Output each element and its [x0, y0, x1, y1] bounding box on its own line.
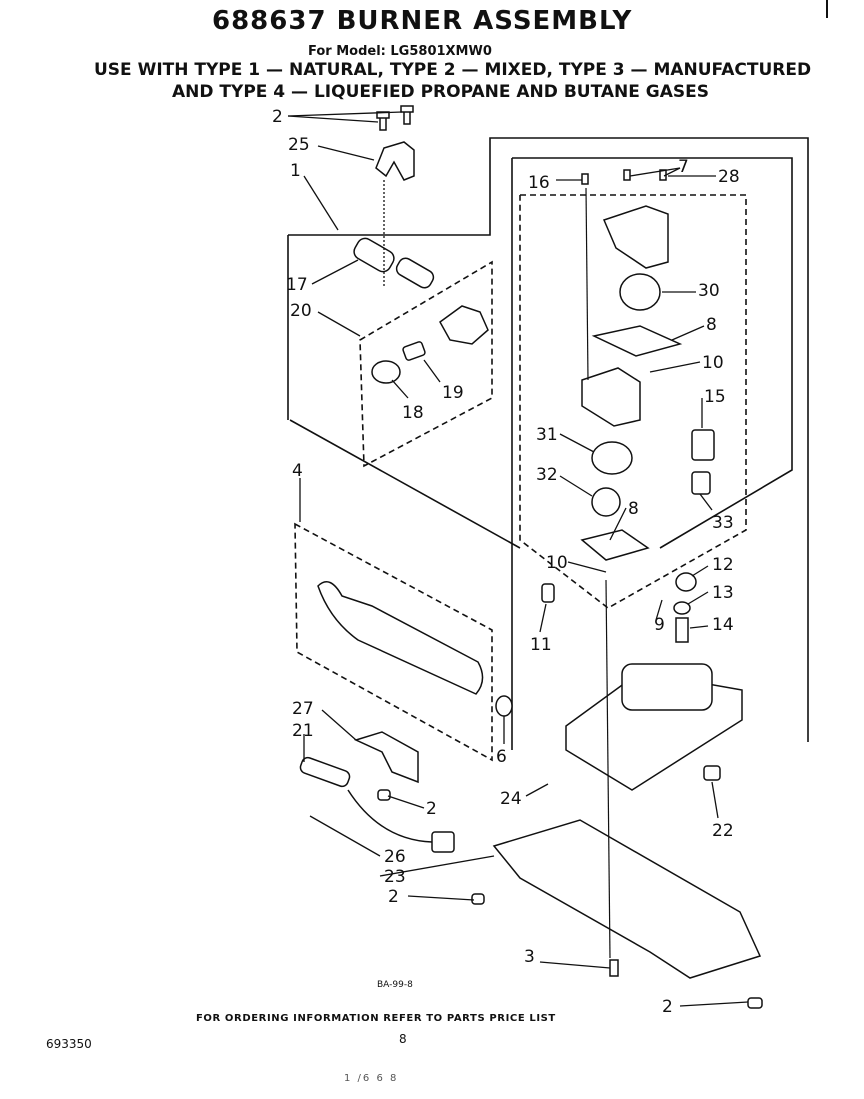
- orifice-19: [402, 341, 426, 361]
- plate-8a: [591, 325, 683, 357]
- fitting-6: [495, 695, 513, 717]
- callout-22: 22: [712, 821, 734, 841]
- callout-2-top: 2: [272, 107, 283, 127]
- callout-2-bottom: 2: [662, 997, 673, 1017]
- screw-2-plate: [471, 893, 485, 905]
- connector-15: [691, 429, 715, 461]
- screw-2-bottom-right: [747, 997, 763, 1009]
- plate-8b: [580, 529, 650, 561]
- callout-11: 11: [530, 635, 552, 655]
- callout-31: 31: [536, 425, 558, 445]
- callout-10-lower: 10: [546, 553, 568, 573]
- tube-17: [353, 237, 395, 273]
- callout-10-upper: 10: [702, 353, 724, 373]
- callout-2-plate: 2: [388, 887, 399, 907]
- connector-33: [691, 471, 711, 495]
- wire-26: [347, 789, 433, 843]
- callout-17: 17: [286, 275, 308, 295]
- tube-17b: [395, 257, 435, 289]
- cap-12: [675, 572, 697, 592]
- callout-27: 27: [292, 699, 314, 719]
- callout-21: 21: [292, 721, 314, 741]
- bracket-27: [353, 731, 419, 784]
- nut-18: [371, 360, 401, 384]
- callout-25: 25: [288, 135, 310, 155]
- callout-13: 13: [712, 583, 734, 603]
- callout-30: 30: [698, 281, 720, 301]
- orifice-box: [359, 260, 493, 468]
- callout-3: 3: [524, 947, 535, 967]
- bracket-mid: [581, 367, 641, 427]
- frame-diagonal: [289, 419, 521, 549]
- figure-code: BA-99-8: [377, 980, 413, 990]
- callout-14: 14: [712, 615, 734, 635]
- callout-33: 33: [712, 513, 734, 533]
- frame-outer: [288, 137, 809, 742]
- callout-26: 26: [384, 847, 406, 867]
- gas-type-line-1: USE WITH TYPE 1 — NATURAL, TYPE 2 — MIXE…: [94, 60, 812, 80]
- ordering-note: FOR ORDERING INFORMATION REFER TO PARTS …: [196, 1013, 556, 1024]
- callout-28: 28: [718, 167, 740, 187]
- burner-tube-box: [294, 522, 493, 762]
- coil-32: [591, 487, 621, 517]
- igniter-21: [299, 756, 351, 788]
- model-label: For Model: LG5801XMW0: [308, 44, 492, 59]
- callout-9: 9: [654, 615, 665, 635]
- plug-26: [431, 831, 455, 853]
- valve-top-24: [621, 663, 713, 711]
- fitting-22: [703, 765, 721, 781]
- callout-19: 19: [442, 383, 464, 403]
- callout-1: 1: [290, 161, 301, 181]
- screw-2-igniter: [377, 789, 391, 801]
- bracket-top: [602, 205, 669, 269]
- clamp-25: [375, 141, 415, 181]
- callout-15: 15: [704, 387, 726, 407]
- screw-3: [609, 959, 619, 977]
- callout-12: 12: [712, 555, 734, 575]
- seal-13: [673, 601, 691, 615]
- callout-24: 24: [500, 789, 522, 809]
- burner-tube-4: [317, 581, 484, 695]
- screw-16: [581, 173, 589, 185]
- orifice-holder-20: [439, 305, 489, 345]
- callout-8-lower: 8: [628, 499, 639, 519]
- callout-7: 7: [678, 157, 689, 177]
- callout-23: 23: [384, 867, 406, 887]
- callout-6: 6: [496, 747, 507, 767]
- plate-23: [492, 819, 762, 979]
- screw-top-left: [376, 111, 390, 131]
- page-edge-mark: [826, 0, 828, 18]
- valve-box: [512, 157, 793, 549]
- page-number: 8: [399, 1032, 407, 1046]
- callout-18: 18: [402, 403, 424, 423]
- document-number: 693350: [46, 1037, 92, 1051]
- coil-box: [519, 194, 747, 609]
- coil-30: [619, 273, 661, 311]
- spring-14: [675, 617, 689, 643]
- callout-20: 20: [290, 301, 312, 321]
- callout-4: 4: [292, 461, 303, 481]
- screw-top-right: [400, 105, 414, 125]
- coil-31: [591, 441, 633, 475]
- callout-8-upper: 8: [706, 315, 717, 335]
- scan-mark: 1 /6 6 8: [344, 1073, 399, 1084]
- page-title: 688637 BURNER ASSEMBLY: [212, 6, 633, 36]
- screw-7: [623, 169, 631, 181]
- callout-2-igniter: 2: [426, 799, 437, 819]
- terminal-11: [541, 583, 555, 603]
- callout-32: 32: [536, 465, 558, 485]
- callout-16: 16: [528, 173, 550, 193]
- gas-type-line-2: AND TYPE 4 — LIQUEFIED PROPANE AND BUTAN…: [172, 82, 709, 102]
